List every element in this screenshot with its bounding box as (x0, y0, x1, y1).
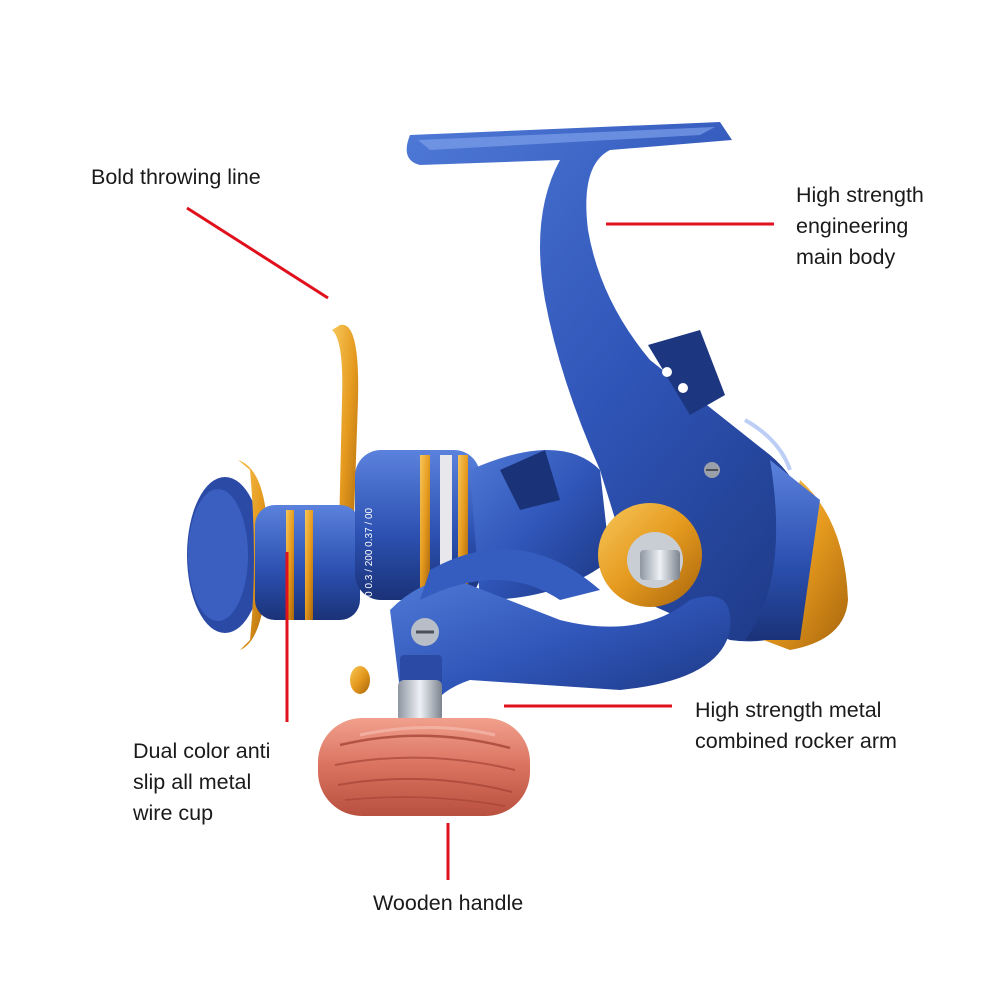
label-wooden-handle-text: Wooden handle (373, 891, 524, 915)
label-throwing-line-text: Bold throwing line (91, 165, 261, 189)
label-wooden-handle: Wooden handle (373, 888, 523, 919)
callout-lines (186, 206, 774, 880)
wooden-handle (318, 718, 530, 816)
label-main-body-line2: engineering (796, 214, 909, 238)
label-wire-cup-line2: slip all metal (133, 770, 252, 794)
label-wire-cup-line3: wire cup (133, 801, 214, 825)
reel-main-body (406, 122, 848, 650)
label-rocker-arm-line1: High strength metal (695, 698, 882, 722)
label-main-body-line1: High strength (796, 183, 924, 207)
label-main-body-line3: main body (796, 245, 896, 269)
label-rocker-arm-line2: combined rocker arm (695, 729, 897, 753)
spool-marking: 100 0.3 / 200 0.37 / 00 (364, 507, 375, 608)
label-rocker-arm: High strength metal combined rocker arm (695, 695, 897, 757)
label-wire-cup: Dual color anti slip all metal wire cup (133, 736, 270, 829)
label-wire-cup-line1: Dual color anti (133, 739, 271, 763)
label-throwing-line: Bold throwing line (91, 162, 261, 193)
rocker-arm (390, 549, 731, 722)
label-main-body: High strength engineering main body (796, 180, 924, 273)
callout-line-throwing (186, 206, 329, 300)
drive-gear (598, 462, 720, 607)
